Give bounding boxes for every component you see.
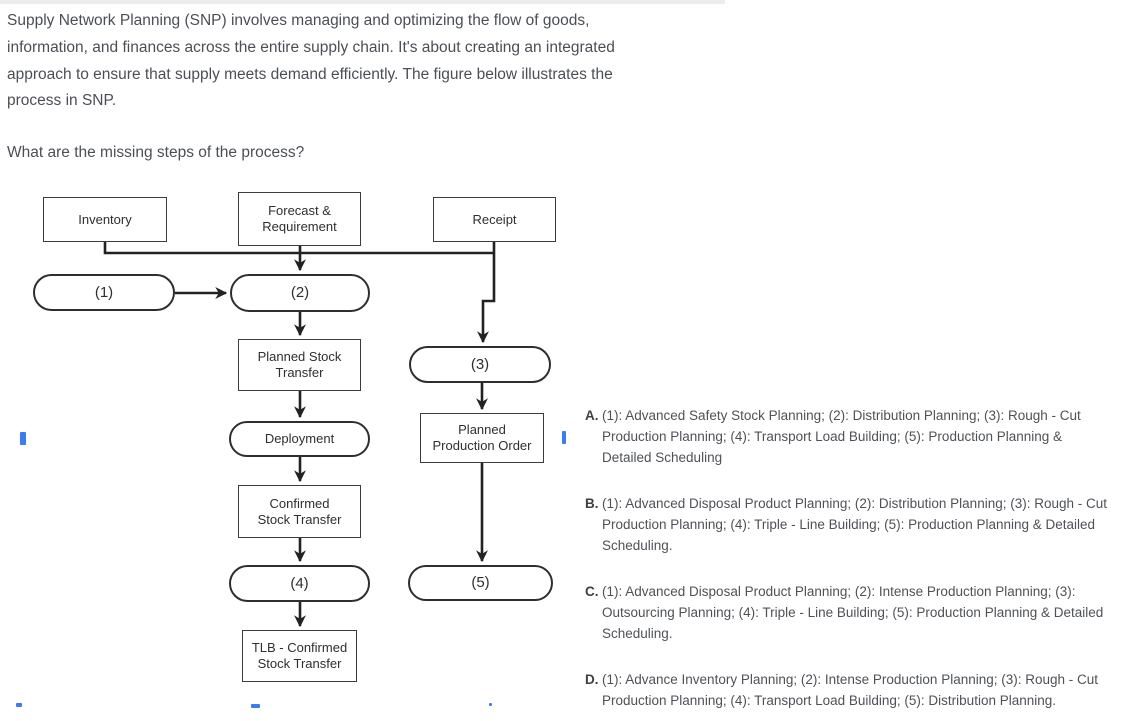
flow-node-step2: (2) [230,274,370,312]
option-d-letter: D. [585,672,599,687]
option-a-line: Detailed Scheduling [602,450,723,465]
option-b[interactable]: B. (1): Advanced Disposal Product Planni… [585,493,1137,556]
cursor-artifact-bottom-center [251,704,260,708]
answer-options: A. (1): Advanced Safety Stock Planning; … [585,405,1137,721]
flow-node-step2-label: (2) [290,284,310,301]
flow-node-forecast-requirement: Forecast & Requirement [238,192,361,246]
flow-node-receipt-label: Receipt [472,211,517,227]
option-a[interactable]: A. (1): Advanced Safety Stock Planning; … [585,405,1137,468]
flow-node-step4: (4) [229,565,370,602]
flow-node-step1: (1) [33,274,175,311]
flow-node-deployment: Deployment [229,421,370,457]
flow-node-step3: (3) [409,346,551,383]
flow-node-planned-production-order: Planned Production Order [420,413,544,463]
flow-node-forecast-requirement-label: Forecast & Requirement [262,203,337,234]
option-c-line: Scheduling. [602,626,673,641]
option-c-letter: C. [585,584,599,599]
cursor-artifact-right [562,431,566,444]
option-a-letter: A. [585,408,599,423]
flow-node-confirmed-stock-transfer-label: Confirmed Stock Transfer [257,495,342,527]
cursor-artifact-left [20,432,26,445]
option-c-line: Outsourcing Planning; (4): Triple - Line… [602,605,1104,620]
intro-line: Supply Network Planning (SNP) involves m… [7,12,590,29]
cursor-artifact-bottom-left [16,703,22,707]
flow-node-step5-label: (5) [471,574,490,591]
flow-node-planned-production-order-label: Planned Production Order [432,422,532,453]
intro-line: approach to ensure that supply meets dem… [7,65,613,83]
option-a-line: Production Planning; (4): Transport Load… [602,429,1063,444]
option-d-line: (1): Advance Inventory Planning; (2): In… [602,672,1099,687]
intro-line: information, and finances across the ent… [7,38,615,56]
option-c-line: (1): Advanced Disposal Product Planning;… [602,584,1076,599]
intro-paragraph: Supply Network Planning (SNP) involves m… [7,8,615,115]
cursor-artifact-bottom-right [489,703,492,706]
option-a-line: (1): Advanced Safety Stock Planning; (2)… [602,408,1081,423]
question-text: What are the missing steps of the proces… [7,144,305,161]
option-c[interactable]: C. (1): Advanced Disposal Product Planni… [585,581,1137,644]
flow-node-step3-label: (3) [470,355,490,373]
option-b-line: (1): Advanced Disposal Product Planning;… [602,496,1108,511]
flow-node-deployment-label: Deployment [264,431,335,446]
option-d[interactable]: D. (1): Advance Inventory Planning; (2):… [585,669,1137,711]
flow-node-planned-stock-transfer: Planned Stock Transfer [238,339,361,391]
flow-node-planned-stock-transfer-label: Planned Stock Transfer [257,349,342,380]
flow-node-inventory: Inventory [43,197,167,242]
flow-node-tlb-confirmed-stock-transfer-label: TLB - Confirmed Stock Transfer [251,640,348,671]
option-b-letter: B. [585,496,599,511]
option-d-line: Production Planning; (4): Transport Load… [602,693,1057,708]
option-b-line: Scheduling. [602,538,673,553]
flow-node-inventory-label: Inventory [78,211,132,227]
flow-node-step5: (5) [408,565,553,601]
flow-node-step1-label: (1) [94,283,114,301]
top-edge-strip [0,0,725,4]
intro-line: process in SNP. [7,92,117,110]
flow-node-receipt: Receipt [433,197,556,242]
flow-node-confirmed-stock-transfer: Confirmed Stock Transfer [238,485,361,538]
flow-node-step4-label: (4) [290,574,309,592]
option-b-line: Production Planning; (4): Triple - Line … [602,517,1096,532]
flow-node-tlb-confirmed-stock-transfer: TLB - Confirmed Stock Transfer [242,630,357,682]
connector-receipt-to-step3 [477,241,496,344]
